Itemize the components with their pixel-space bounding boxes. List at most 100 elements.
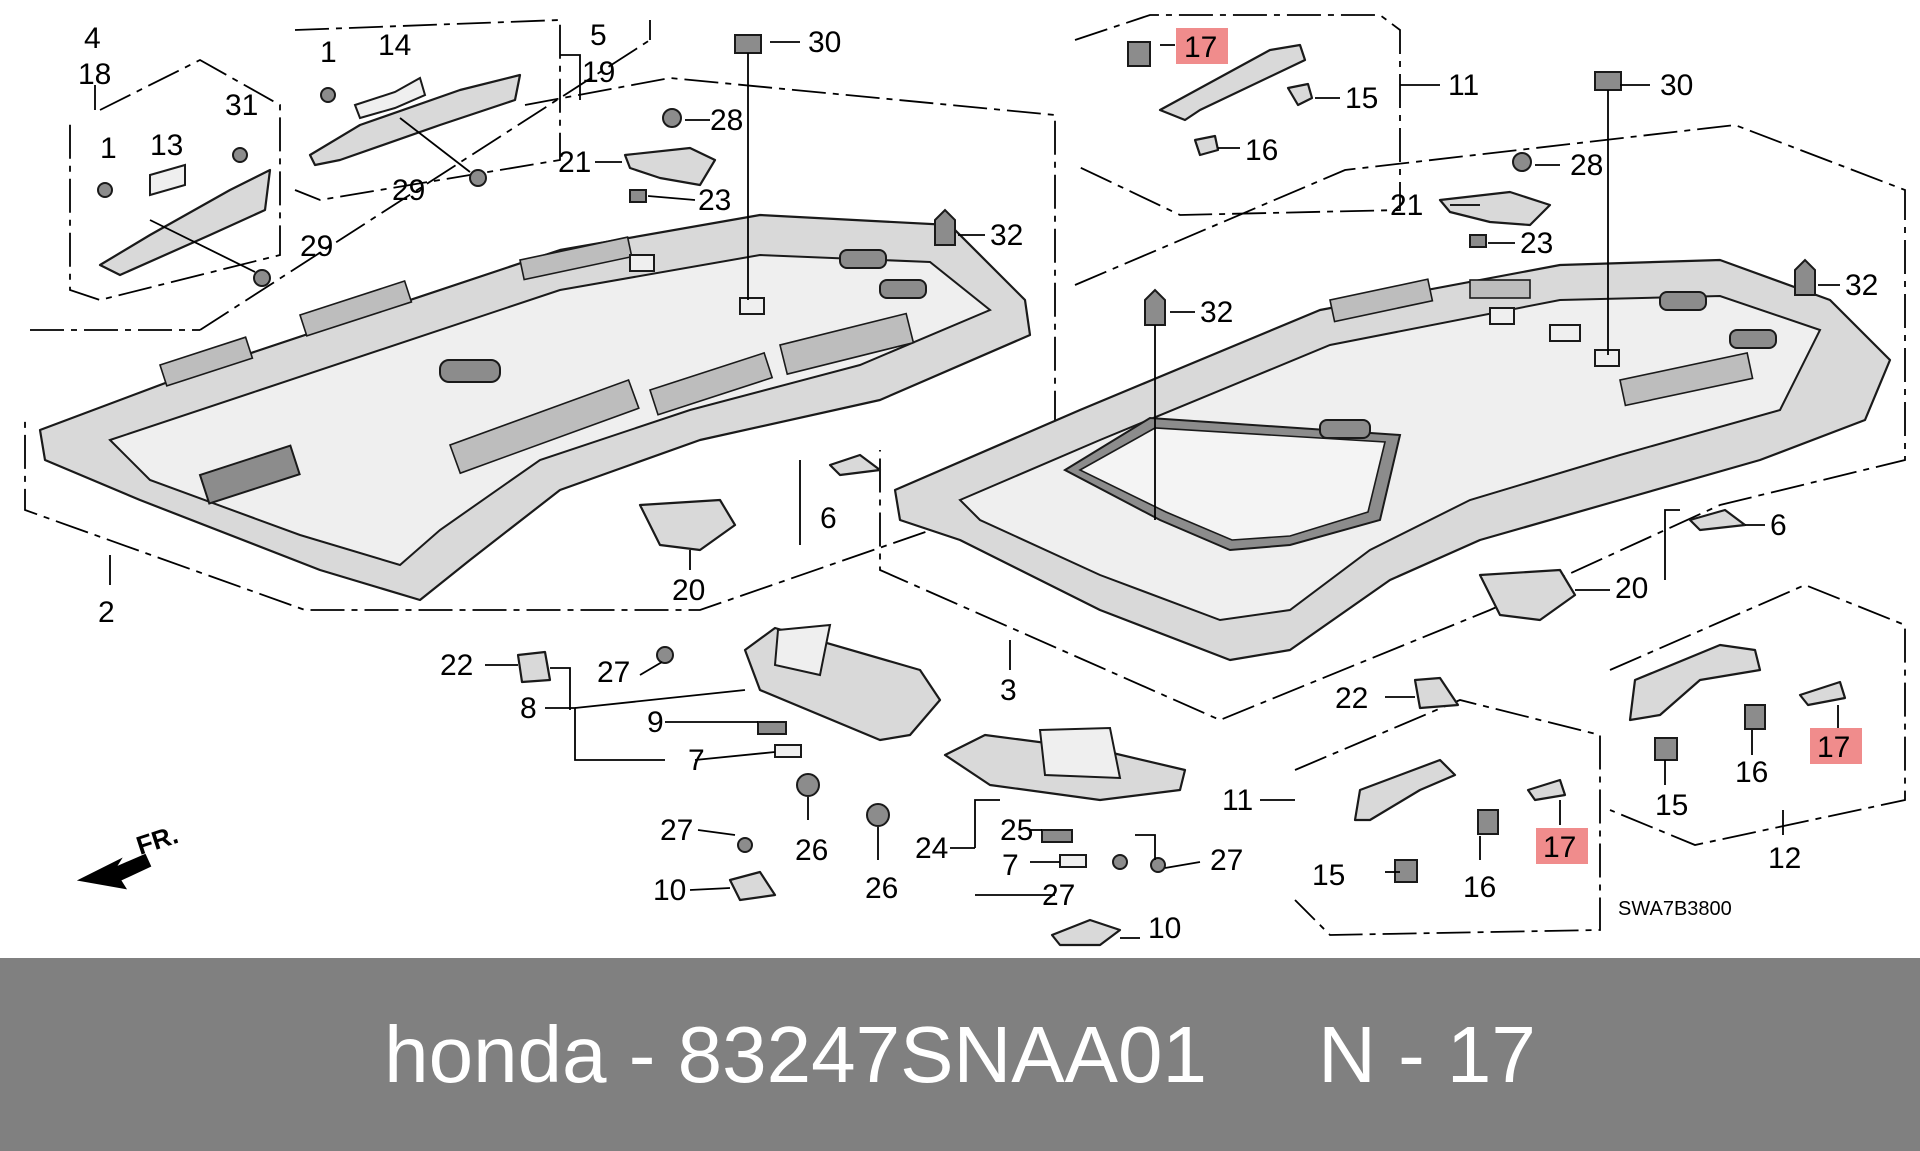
- headliner-right-lamp-opening: [1319, 419, 1371, 439]
- clip-32c: [1794, 258, 1816, 296]
- holder-22a: [516, 650, 552, 684]
- headliner-right-handle-hole-1: [1659, 291, 1707, 311]
- clip-1b: [320, 87, 336, 103]
- callout-29: 29: [300, 230, 333, 263]
- leader-lines: [94, 41, 1840, 939]
- frame-handle-top: [1074, 14, 1401, 216]
- callout-7: 7: [688, 744, 705, 777]
- callout-5: 5: [590, 19, 607, 52]
- lamp-6b: [1688, 508, 1747, 532]
- bulb-7a: [774, 744, 802, 758]
- handle-11a: [1158, 43, 1307, 122]
- callout-16: 16: [1735, 756, 1768, 789]
- callout-21: 21: [558, 146, 591, 179]
- callout-22: 22: [440, 649, 473, 682]
- bracket-17b: [1526, 778, 1567, 802]
- front-arrow-icon: [76, 853, 152, 890]
- screw-27c: [1112, 854, 1128, 870]
- callout-18: 18: [78, 58, 111, 91]
- highlights: [1176, 28, 1862, 864]
- callout-17: 17: [1543, 831, 1576, 864]
- callout-32: 32: [990, 219, 1023, 252]
- headliner-left-vent-4: [448, 378, 640, 475]
- clip-23b: [1469, 234, 1487, 248]
- cover-16a: [1193, 134, 1220, 157]
- front-direction-indicator: FR.: [76, 819, 182, 890]
- holder-22b: [1413, 676, 1460, 710]
- sunroof-glass-area: [1078, 427, 1387, 541]
- bracket-13-plate: [149, 163, 186, 197]
- callout-10: 10: [653, 874, 686, 907]
- parts-diagram: FR.: [24, 14, 1906, 947]
- callout-30: 30: [808, 26, 841, 59]
- callout-labels: 4 18 1 13 31 29 1 14 5 19 29 30 28 21 23…: [78, 19, 1878, 945]
- callout-27: 27: [1042, 879, 1075, 912]
- callout-8: 8: [520, 692, 537, 725]
- part-number-caption: honda - 83247SNAA01 N - 17: [384, 1009, 1536, 1099]
- callout-20: 20: [1615, 572, 1648, 605]
- highlight-17a: [1176, 28, 1228, 64]
- bracket-17a: [1127, 41, 1151, 67]
- holder-26b: [866, 803, 890, 827]
- sunvisors: [516, 623, 1460, 947]
- callout-4: 4: [84, 22, 101, 55]
- screw-29a: [253, 269, 271, 287]
- callout-17: 17: [1184, 31, 1217, 64]
- callout-12: 12: [1768, 842, 1801, 875]
- headliner-right-vent-1: [1329, 278, 1434, 323]
- headliner-left-pad-1: [629, 254, 655, 272]
- headliner-left-handle-hole-1: [839, 249, 887, 269]
- callout-23: 23: [698, 184, 731, 217]
- handle-12: [1628, 643, 1762, 722]
- callout-26: 26: [795, 834, 828, 867]
- headliner-left-lamp-opening: [439, 359, 501, 383]
- sunvisor-right-mirror: [1038, 726, 1122, 780]
- screw-27b: [737, 837, 753, 853]
- callout-25: 25: [1000, 814, 1033, 847]
- bracket-rear: [97, 147, 272, 287]
- holder-26a: [796, 773, 820, 797]
- callout-14: 14: [378, 29, 411, 62]
- callout-1: 1: [320, 36, 337, 69]
- callout-16: 16: [1463, 871, 1496, 904]
- callout-23: 23: [1520, 227, 1553, 260]
- coat-hook-20a: [638, 498, 737, 552]
- callout-19: 19: [582, 56, 615, 89]
- headliner-left-console-opening: [198, 444, 301, 505]
- callout-6: 6: [1770, 509, 1787, 542]
- headliner-right-pad-3: [1594, 349, 1620, 367]
- screw-27a: [656, 646, 674, 664]
- lead-29b-shaft: [399, 117, 471, 173]
- headliner-left: [38, 213, 1032, 602]
- lead-29a-shaft: [149, 219, 256, 273]
- headliner-left-vent-5: [648, 351, 774, 416]
- callout-27: 27: [660, 814, 693, 847]
- headliner-right-pad-2: [1549, 324, 1581, 342]
- cover-15b: [1394, 859, 1418, 883]
- cover-10b: [1050, 918, 1122, 947]
- callout-24: 24: [915, 832, 948, 865]
- screw-29b: [469, 169, 487, 187]
- bracket-17c: [1798, 680, 1847, 707]
- clip-30b: [1594, 71, 1622, 91]
- bracket-front: [308, 73, 522, 187]
- lamp-6a: [828, 453, 882, 477]
- callout-6: 6: [820, 502, 837, 535]
- callout-11: 11: [1222, 784, 1253, 817]
- callout-15: 15: [1655, 789, 1688, 822]
- headliner-right: [893, 258, 1892, 662]
- callout-13: 13: [150, 129, 183, 162]
- callout-26: 26: [865, 872, 898, 905]
- coat-hook-20b: [1478, 568, 1577, 622]
- headliner-left-vent-6: [779, 312, 915, 376]
- cover-16b: [1477, 809, 1499, 835]
- callout-21: 21: [1390, 189, 1423, 222]
- callout-11: 11: [1448, 69, 1479, 102]
- frame-bracket-rear: [69, 58, 281, 301]
- callout-32: 32: [1845, 269, 1878, 302]
- callout-27: 27: [1210, 844, 1243, 877]
- headliner-left-pad-2: [739, 297, 765, 315]
- assist-handles: [1127, 41, 1847, 883]
- headliner-right-handle-hole-2: [1729, 329, 1777, 349]
- callout-28: 28: [710, 104, 743, 137]
